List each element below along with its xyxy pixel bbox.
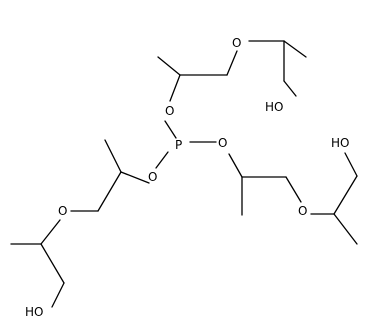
bond-o-ch-top bbox=[169, 74, 181, 102]
atom-hydroxyl-right: HO bbox=[331, 136, 349, 150]
atom-oxygen-ether-top: O bbox=[232, 36, 241, 50]
bond-ch2-oh-top bbox=[283, 80, 297, 97]
bond-ch2-o-top bbox=[226, 50, 238, 76]
bond-ch-methyl-right-2 bbox=[333, 213, 358, 245]
bond-ch-methyl-top bbox=[157, 56, 181, 76]
bond-ch2-oh-left bbox=[51, 282, 65, 308]
atom-labels: P O O HO O O HO O O HO bbox=[25, 36, 349, 319]
bond-o-ch-right bbox=[228, 153, 243, 178]
atom-oxygen-ester-left: O bbox=[148, 170, 157, 184]
bond-skeleton bbox=[10, 40, 358, 308]
bond-ch-methyl-left bbox=[104, 139, 122, 173]
bond-ch-ch2-left-2 bbox=[40, 243, 65, 284]
bond-p-o-left bbox=[155, 151, 169, 169]
bond-ch-ch2-right-2 bbox=[333, 175, 358, 215]
atom-phosphorus: P bbox=[175, 138, 182, 152]
bond-ch-methyl-top-2 bbox=[283, 40, 307, 58]
atom-hydroxyl-left: HO bbox=[25, 305, 43, 319]
atom-oxygen-ether-left: O bbox=[58, 204, 67, 218]
bond-ch2-oh-right bbox=[344, 152, 358, 177]
atom-oxygen-ester-top: O bbox=[165, 104, 174, 118]
bond-p-o-top bbox=[164, 120, 177, 139]
bond-o-ch-left bbox=[120, 171, 150, 184]
atom-hydroxyl-top: HO bbox=[265, 100, 283, 114]
bond-ch2-o-right bbox=[285, 176, 302, 203]
atom-oxygen-ether-right: O bbox=[298, 204, 307, 218]
atom-oxygen-ester-right: O bbox=[218, 136, 227, 150]
bond-ch-ch2-left bbox=[97, 171, 122, 212]
bond-o-ch-left-2 bbox=[40, 219, 61, 245]
